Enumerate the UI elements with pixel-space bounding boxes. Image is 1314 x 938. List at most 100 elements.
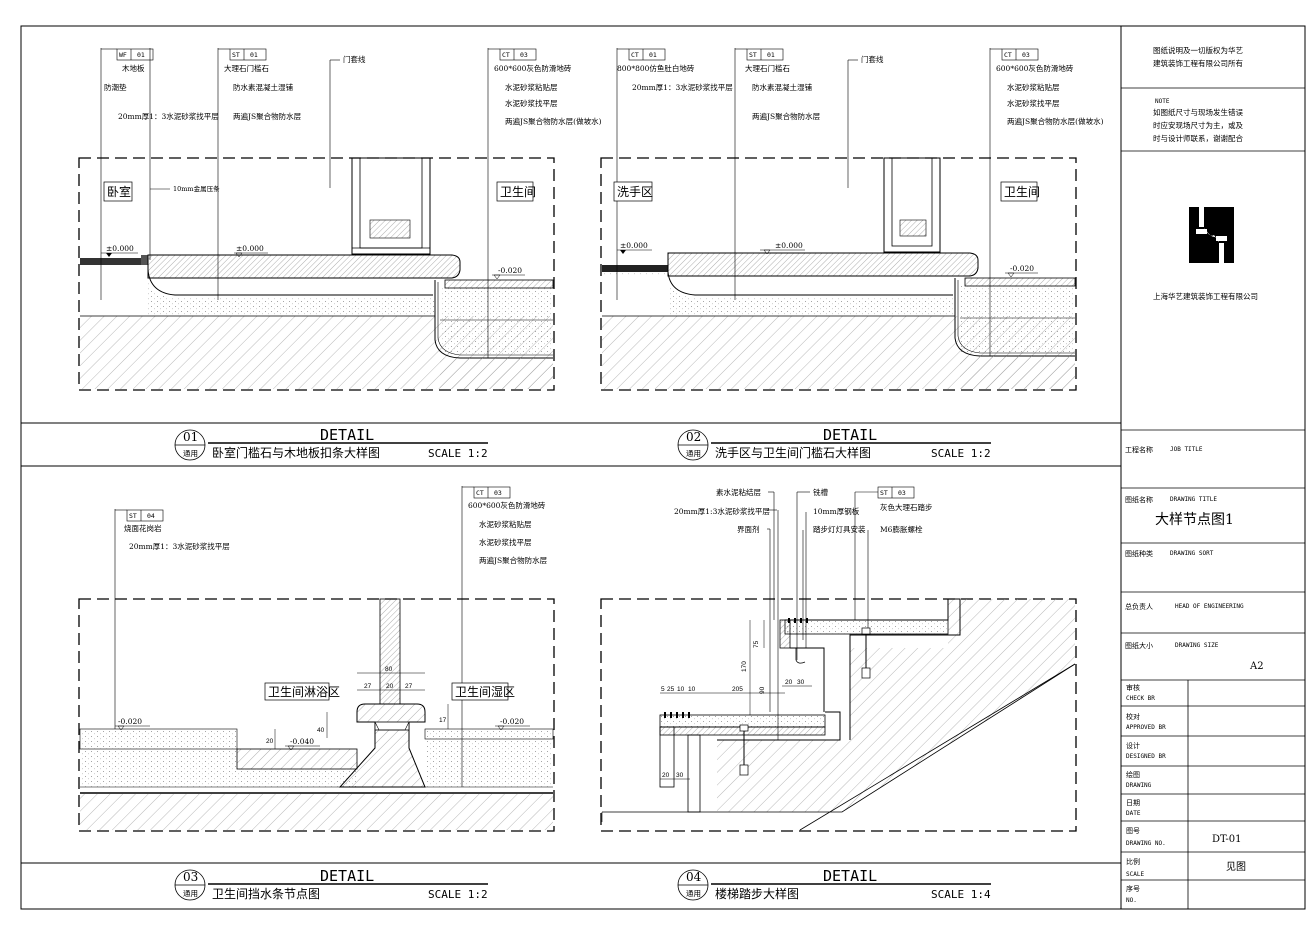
d2-label: 两遍JS聚合物防水层 (752, 111, 821, 121)
detail-heading: DETAIL (320, 426, 374, 444)
drawing-no-label: 图号 (1126, 827, 1140, 835)
detail-sheet: 通用 (686, 888, 701, 898)
d1-label: 20mm厚1：3水泥砂浆找平层 (118, 111, 219, 121)
d1-label: 大理石门槛石 (224, 63, 269, 73)
d1-tag3-num: 03 (520, 51, 528, 59)
d4-dim: 5 (661, 686, 665, 693)
d3-label: 烧面花岗岩 (124, 523, 162, 533)
detail-name: 卧室门槛石与木地板扣条大样图 (212, 445, 380, 460)
d4-dim: 90 (759, 686, 766, 694)
check-label: 审核 (1126, 683, 1140, 692)
detail-name: 楼梯踏步大样图 (715, 886, 799, 901)
drawing-no-value: DT-01 (1212, 834, 1242, 845)
d3-tag1-code: ST (129, 512, 137, 520)
d1-level: ±0.000 (106, 244, 134, 253)
note-text: 时应安现场尺寸为主，或及 (1153, 120, 1243, 130)
d1-label: 两遍JS聚合物防水层(做坡水) (505, 116, 602, 126)
d2-tag1-code: CT (631, 51, 639, 59)
d2-label: 20mm厚1：3水泥砂浆找平层 (632, 82, 733, 92)
job-title-label: 工程名称 (1125, 445, 1153, 454)
detail-03: ST 04 CT 03 烧面花岗岩 20mm厚1：3水泥砂浆找平层 600*60… (78, 486, 555, 832)
drawing-title-label: 图纸名称 (1125, 495, 1153, 504)
d1-label: 防水素混凝土湿铺 (233, 82, 293, 92)
d1-label: 10mm金属压条 (173, 184, 220, 193)
d1-tag1-num: 01 (137, 51, 145, 59)
head-label-en: HEAD OF ENGINEERING (1175, 603, 1244, 610)
d1-label: 两遍JS聚合物防水层 (233, 111, 302, 121)
d2-label: 水泥砂浆粘贴层 (1007, 82, 1060, 92)
note-text: 时与设计师联系，谢谢配合 (1153, 133, 1243, 143)
designed-label: 设计 (1126, 741, 1140, 750)
d3-label: 两遍JS聚合物防水层 (479, 555, 548, 565)
job-title-label-en: JOB TITLE (1170, 446, 1203, 453)
d4-dim: 10 (677, 686, 685, 693)
scale-value: 见图 (1226, 861, 1246, 873)
d2-label: 门套线 (861, 54, 884, 64)
copyright-text: 图纸说明及一切版权为华艺 (1153, 45, 1243, 55)
sheet-border (20, 25, 1306, 910)
detail-heading: DETAIL (823, 426, 877, 444)
d1-room-left: 卧室 (107, 184, 131, 199)
seq-label-en: NO. (1126, 897, 1137, 904)
d3-level: -0.020 (500, 717, 524, 726)
scale-label-en: SCALE (1126, 871, 1144, 878)
drawing-sort-label-en: DRAWING SORT (1170, 550, 1214, 557)
d4-label: 界面剂 (737, 524, 760, 534)
d2-label: 800*800仿鱼肚白地砖 (617, 63, 695, 73)
size-label: 图纸大小 (1125, 641, 1153, 650)
detail-sheet: 通用 (686, 448, 701, 458)
d3-label: 600*600灰色防滑地砖 (468, 500, 546, 510)
d3-dim: 17 (439, 717, 447, 724)
detail-title-02: 03 通用 DETAIL 卫生间挡水条节点图 SCALE 1:2 04 通用 D… (21, 862, 1121, 901)
d3-dim: 20 (386, 683, 394, 690)
date-label: 日期 (1126, 799, 1140, 807)
d2-tag1-num: 01 (649, 51, 657, 59)
d2-tag2-num: 01 (767, 51, 775, 59)
drawing-label: 绘图 (1126, 770, 1140, 779)
d2-tag3-num: 03 (1022, 51, 1030, 59)
drawing-title-value: 大样节点图1 (1155, 512, 1234, 528)
size-value: A2 (1249, 661, 1264, 672)
d3-label: 水泥砂浆粘贴层 (479, 519, 532, 529)
d4-dim: 170 (741, 661, 748, 672)
note-label: NOTE (1155, 98, 1170, 105)
d4-dim: 25 (667, 686, 675, 693)
detail-sheet: 通用 (183, 448, 198, 458)
drawing-title-label-en: DRAWING TITLE (1170, 496, 1217, 503)
d2-label: 两遍JS聚合物防水层(做坡水) (1007, 116, 1104, 126)
d2-room-right: 卫生间 (1004, 185, 1040, 199)
d4-label: 灰色大理石踏步 (880, 502, 933, 512)
date-label-en: DATE (1126, 810, 1141, 817)
d1-tag2-code: ST (232, 51, 240, 59)
d2-label: 大理石门槛石 (745, 63, 790, 73)
detail-scale: SCALE 1:2 (428, 447, 488, 460)
d3-room-right: 卫生间湿区 (455, 684, 515, 699)
d2-label: 600*600灰色防滑地砖 (996, 63, 1074, 73)
drawing-no-label-en: DRAWING NO. (1126, 840, 1166, 847)
detail-sheet: 通用 (183, 888, 198, 898)
d3-dim: 80 (385, 666, 393, 673)
d3-room-left: 卫生间淋浴区 (268, 685, 340, 699)
d1-level: ±0.000 (236, 244, 264, 253)
d4-tag1-num: 03 (898, 489, 906, 497)
approved-label: 校对 (1126, 712, 1140, 721)
detail-title-01: 01 通用 DETAIL 卧室门槛石与木地板扣条大样图 SCALE 1:2 02… (21, 422, 1121, 461)
d1-label: 水泥砂浆粘贴层 (505, 82, 558, 92)
detail-02: CT 01 ST 01 CT 03 800*800仿鱼肚白地砖 20mm厚1：3… (600, 48, 1104, 391)
detail-scale: SCALE 1:2 (428, 888, 488, 901)
size-label-en: DRAWING SIZE (1175, 642, 1219, 649)
d4-dim: 205 (732, 686, 743, 693)
d4-label: 素水泥粘结层 (716, 487, 761, 497)
drawing-label-en: DRAWING (1126, 782, 1152, 789)
d3-level: -0.040 (290, 737, 314, 746)
d1-tag1-code: WF (119, 51, 127, 59)
d4-dim: 30 (676, 772, 684, 779)
company-logo (1189, 207, 1234, 263)
company-name: 上海华艺建筑装饰工程有限公司 (1153, 291, 1258, 301)
detail-scale: SCALE 1:4 (931, 888, 991, 901)
d3-tag2-num: 03 (494, 489, 502, 497)
detail-number: 04 (686, 870, 702, 884)
d1-label: 防潮垫 (104, 82, 127, 92)
detail-name: 洗手区与卫生间门槛石大样图 (715, 445, 871, 460)
d4-label: 踏步灯灯具安装 (813, 524, 866, 534)
